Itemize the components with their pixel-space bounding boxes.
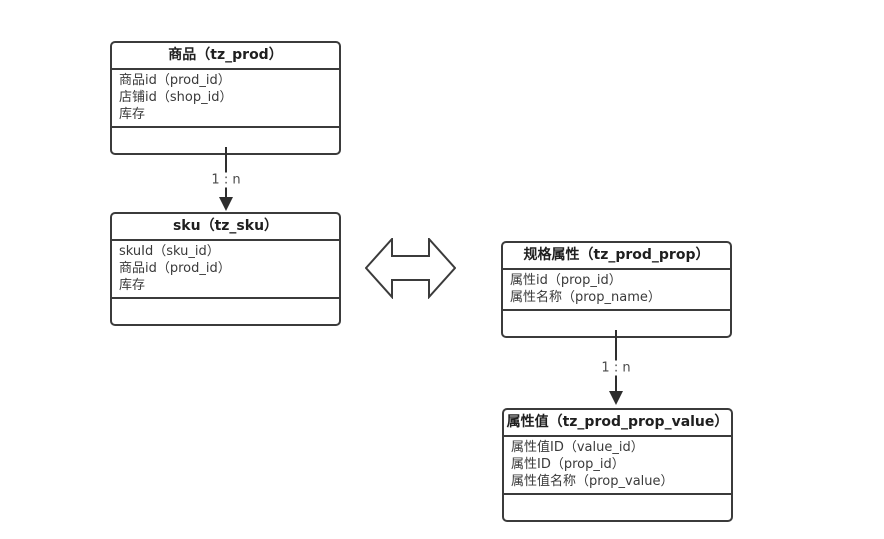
arrow-down-icon (219, 197, 233, 211)
connector-label-prod-sku: 1 : n (207, 172, 245, 188)
entity-table-tz-prod-prop-value: 属性值（tz_prod_prop_value） 属性值ID（value_id） … (502, 408, 733, 522)
left-right-double-arrow-icon (365, 238, 456, 299)
entity-table-tz-prod: 商品（tz_prod） 商品id（prod_id） 店铺id（shop_id） … (110, 41, 341, 155)
entity-field: 店铺id（shop_id） (119, 90, 233, 105)
entity-field-list: skuId（sku_id） 商品id（prod_id） 库存 (112, 241, 339, 299)
entity-field-list: 商品id（prod_id） 店铺id（shop_id） 库存 (112, 70, 339, 128)
entity-table-tz-prod-prop: 规格属性（tz_prod_prop） 属性id（prop_id） 属性名称（pr… (501, 241, 732, 338)
entity-field: 属性名称（prop_name） (510, 290, 661, 305)
entity-title: 属性值（tz_prod_prop_value） (504, 410, 731, 437)
entity-title: 规格属性（tz_prod_prop） (503, 243, 730, 270)
entity-field: 属性ID（prop_id） (511, 457, 625, 472)
arrow-down-icon (609, 391, 623, 405)
entity-field: 库存 (119, 278, 146, 293)
entity-title: sku（tz_sku） (112, 214, 339, 241)
entity-footer (504, 495, 731, 520)
entity-footer (112, 299, 339, 324)
entity-title: 商品（tz_prod） (112, 43, 339, 70)
entity-field: skuId（sku_id） (119, 244, 220, 259)
entity-table-tz-sku: sku（tz_sku） skuId（sku_id） 商品id（prod_id） … (110, 212, 341, 326)
entity-field: 库存 (119, 107, 146, 122)
entity-field: 属性id（prop_id） (510, 273, 622, 288)
entity-field-list: 属性id（prop_id） 属性名称（prop_name） (503, 270, 730, 311)
entity-field: 商品id（prod_id） (119, 73, 231, 88)
entity-field: 商品id（prod_id） (119, 261, 231, 276)
entity-field: 属性值ID（value_id） (511, 440, 644, 455)
entity-field-list: 属性值ID（value_id） 属性ID（prop_id） 属性值名称（prop… (504, 437, 731, 495)
connector-label-prop-value: 1 : n (597, 360, 635, 376)
entity-field: 属性值名称（prop_value） (511, 474, 674, 489)
